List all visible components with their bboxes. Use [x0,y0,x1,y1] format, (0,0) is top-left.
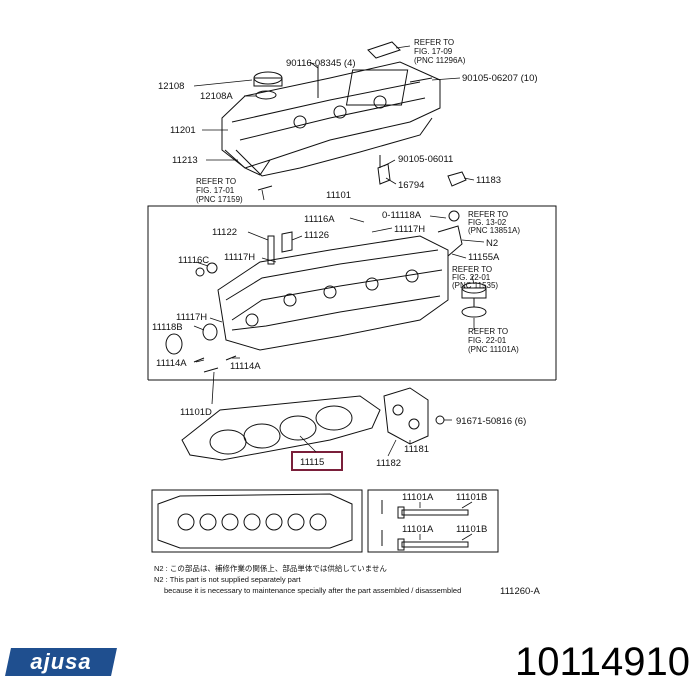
note-n2-reason: because it is necessary to maintenance s… [164,586,461,595]
parts-diagram: 12108 12108A 11201 11213 90116-08345 (4)… [147,38,557,597]
label-16794: 16794 [398,180,424,191]
label-11116C: 11116C [178,255,209,266]
label-11117H-b: 11117H [224,252,255,263]
refer2-line3: (PNC 17159) [196,195,243,204]
refer1-line1: REFER TO [414,38,454,47]
label-12108A: 12108A [200,91,233,102]
refer3-line2: FIG. 13-02 [468,218,507,227]
label-11201: 11201 [170,125,196,136]
label-11101A-a: 11101A [402,492,434,503]
refer1-line3: (PNC 11296A) [414,56,466,65]
label-11183: 11183 [476,175,501,186]
label-11101A-b: 11101A [402,524,434,535]
refer4-line3: (PNC 11535) [452,281,498,290]
ajusa-logo-text: ajusa [30,649,92,674]
head-gasket-drawing [181,367,445,461]
note-n2-japanese: N2 : この部品は、補修作業の関係上、部品単体では供給していません [154,563,387,573]
refer2-line1: REFER TO [196,177,236,186]
label-11182: 11182 [376,458,401,469]
label-11117H-c: 11117H [176,312,207,323]
refer5-line1: REFER TO [468,327,508,336]
leader-lines [193,45,485,541]
label-11117H-a: 11117H [394,224,425,235]
part-labels: 12108 12108A 11201 11213 90116-08345 (4)… [152,38,538,535]
label-11101: 11101 [326,190,351,201]
label-91671: 91671-50816 (6) [456,416,526,427]
cylinder-head-frame [147,205,557,381]
label-11114A-a: 11114A [156,358,187,369]
label-12108: 12108 [158,81,184,92]
label-11118B: 11118B [152,322,183,333]
highlight-box [291,451,343,471]
label-11155A: 11155A [468,252,500,263]
label-11116A: 11116A [304,214,335,225]
label-N2-a: N2 [486,238,498,249]
refer5-line2: FIG. 22-01 [468,336,507,345]
refer4-line1: REFER TO [452,265,492,274]
refer1-line2: FIG. 17-09 [414,47,453,56]
refer3-line1: REFER TO [468,210,508,219]
label-90116: 90116-08345 (4) [286,58,356,69]
label-11101D: 11101D [180,407,212,418]
gasket-detail-panel [151,489,363,553]
ajusa-logo: ajusa [5,648,117,676]
label-11122: 11122 [212,227,237,238]
label-11118A: 0-11118A [382,210,422,221]
bolt-detail-panel [367,489,499,553]
label-90105-a: 90105-06207 (10) [462,73,538,84]
label-11213: 11213 [172,155,198,166]
part-number: 10114910 [515,640,690,684]
refer5-line3: (PNC 11101A) [468,345,519,354]
refer4-line2: FIG. 22-01 [452,273,491,282]
refer2-line2: FIG. 17-01 [196,186,235,195]
label-11101B-b: 11101B [456,524,487,535]
label-11115: 11115 [300,457,324,468]
label-11126: 11126 [304,230,329,241]
footnotes: N2 : この部品は、補修作業の関係上、部品単体では供給していません N2 : … [154,563,540,597]
label-90105-b: 90105-06011 [398,154,453,165]
label-11181: 11181 [404,444,429,455]
label-11114A-b: 11114A [230,361,261,372]
label-11101B-a: 11101B [456,492,487,503]
note-n2-english: N2 : This part is not supplied separatel… [154,575,302,584]
refer3-line3: (PNC 13851A) [468,226,520,235]
diagram-code: 111260-A [500,586,540,597]
